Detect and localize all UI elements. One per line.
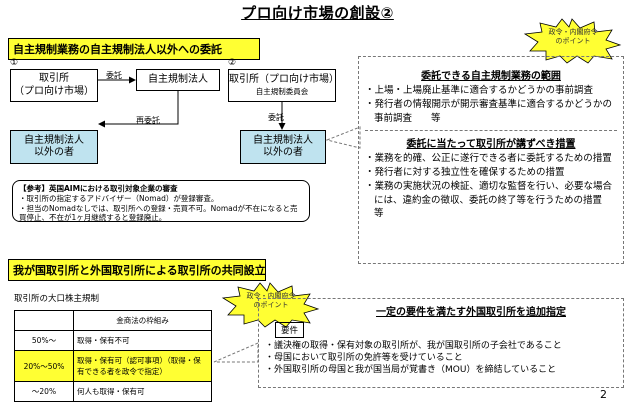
scope-item-1: ・上場・上場廃止基準に適合するかどうかの事前調査 — [365, 85, 594, 96]
case1-number: ① — [10, 58, 19, 68]
points1-divider — [365, 130, 617, 132]
measures-item-2: ・発行者に対する独立性を確保するための措置 — [365, 167, 565, 179]
table-range-cell: 20%～50% — [14, 350, 74, 382]
case2-entrust-label: 委託 — [268, 113, 284, 122]
scope-heading: 委託できる自主規制業務の範囲 — [421, 71, 561, 82]
points2-heading: 一定の要件を満たす外国取引所を追加指定 — [376, 307, 566, 318]
case2-target-line2: 以外の者 — [263, 147, 303, 158]
case2-target-line1: 自主規制法人 — [253, 134, 313, 146]
measures-heading: 委託に当たって取引所が講ずべき措置 — [406, 139, 576, 151]
table-title: 取引所の大口株主規制 — [14, 294, 100, 304]
requirement-item-1: ・議決権の取得・保有対象の取引所が、我が国取引所の子会社であること — [265, 341, 562, 351]
measures-item-1: ・業務を的確、公正に遂行できる者に委託するための措置 — [365, 153, 612, 165]
page-title: プロ向け市場の創設② — [241, 4, 394, 22]
burst2-line1: 政令・内閣府令 — [246, 292, 296, 300]
reference-note-line1: ・取引所の指定するアドバイザー（Nomad）が登録審査。 — [19, 193, 219, 203]
scope-list: ・上場・上場廃止基準に適合するかどうかの事前調査 ・発行者の情報開示が開示審査基… — [365, 84, 617, 125]
callout-pointer — [325, 126, 361, 149]
burst2-shape — [221, 282, 320, 328]
requirement-item-2: ・母国において取引所の免許等を受けていること — [265, 353, 463, 364]
case2-committee-label: 自主規制委員会 — [255, 86, 309, 96]
measures-item-3: ・業務の実施状況の検証、適切な監督を行い、必要な場合には、違約金の徴収、委託の終… — [365, 180, 622, 220]
reference-note: 【参考】英国AIMにおける取引対象企業の審査 ・取引所の指定するアドバイザー（N… — [12, 180, 310, 222]
burst2-text: 政令・内閣府令 のポイント — [238, 292, 304, 310]
reference-note-title: 【参考】英国AIMにおける取引対象企業の審査 — [19, 184, 178, 193]
requirement-list: ・議決権の取得・保有対象の取引所が、我が国取引所の子会社であること ・母国におい… — [265, 340, 617, 376]
table-header-row: 金商法の枠組み — [14, 310, 212, 331]
table-rule-cell: 取得・保有可（認可事項）（取得・保有できる者を政令で指定） — [73, 350, 212, 382]
table-rule-cell: 何人も取得・保有可 — [73, 381, 212, 402]
measures-list: ・業務を的確、公正に遂行できる者に委託するための措置 ・発行者に対する独立性を確… — [365, 152, 622, 221]
case1-target-line2: 以外の者 — [34, 147, 74, 158]
burst1-line2: のポイント — [555, 36, 591, 45]
table-row-highlight: 20%～50% 取得・保有可（認可事項）（取得・保有できる者を政令で指定） — [14, 350, 212, 382]
burst2-line2: のポイント — [253, 300, 289, 309]
case2-exchange-box: 取引所（プロ向け市場） 自主規制委員会 — [228, 69, 339, 102]
requirement-item-3: ・外国取引所の母国と我が国当局が覚書き（MOU）を締結していること — [265, 365, 557, 376]
points1-panel: 委託できる自主規制業務の範囲 ・上場・上場廃止基準に適合するかどうかの事前調査 … — [358, 56, 624, 264]
case1-exchange-line1: 取引所 — [39, 73, 69, 84]
burst1-shape — [523, 18, 622, 64]
burst1-line1: 政令・内閣府令 — [548, 28, 598, 36]
reference-note-line2: ・担当のNomadなしでは、取引所への登録・売買不可。Nomadが不在になると売… — [19, 203, 298, 223]
table-row: ～20% 何人も取得・保有可 — [14, 381, 212, 402]
case1-target-box: 自主規制法人 以外の者 — [10, 130, 98, 164]
points2-panel: 一定の要件を満たす外国取引所を追加指定 要件 ・議決権の取得・保有対象の取引所が… — [258, 298, 624, 388]
section2-heading: 我が国取引所と外国取引所による取引所の共同設立 — [8, 259, 266, 281]
case2-number: ② — [228, 58, 237, 68]
arrow-case1-reentrust — [98, 91, 179, 128]
case1-entrust-label: 委託 — [106, 71, 122, 80]
case2-exchange-line1: 取引所（プロ向け市場） — [229, 74, 339, 86]
table-row: 50%～ 取得・保有不可 — [14, 330, 212, 351]
section1-heading: 自主規制業務の自主規制法人以外への委託 — [8, 38, 260, 60]
case1-reentrust-label: 再委託 — [136, 116, 160, 125]
requirement-label: 要件 — [275, 322, 305, 338]
case1-exchange-box: 取引所 （プロ向け市場） — [10, 69, 98, 102]
scope-item-2: ・発行者の情報開示が開示審査基準に適合するかどうかの事前調査 等 — [365, 98, 613, 124]
case1-exchange-line2: （プロ向け市場） — [14, 85, 94, 97]
case1-sro-box: 自主規制法人 — [136, 69, 220, 91]
page-number: 2 — [600, 388, 607, 401]
shareholder-table: 金商法の枠組み 50%～ 取得・保有不可 20%～50% 取得・保有可（認可事項… — [14, 310, 212, 402]
burst1-text: 政令・内閣府令 のポイント — [540, 28, 606, 46]
case2-target-box: 自主規制法人 以外の者 — [240, 130, 326, 164]
case1-target-line1: 自主規制法人 — [24, 134, 84, 146]
